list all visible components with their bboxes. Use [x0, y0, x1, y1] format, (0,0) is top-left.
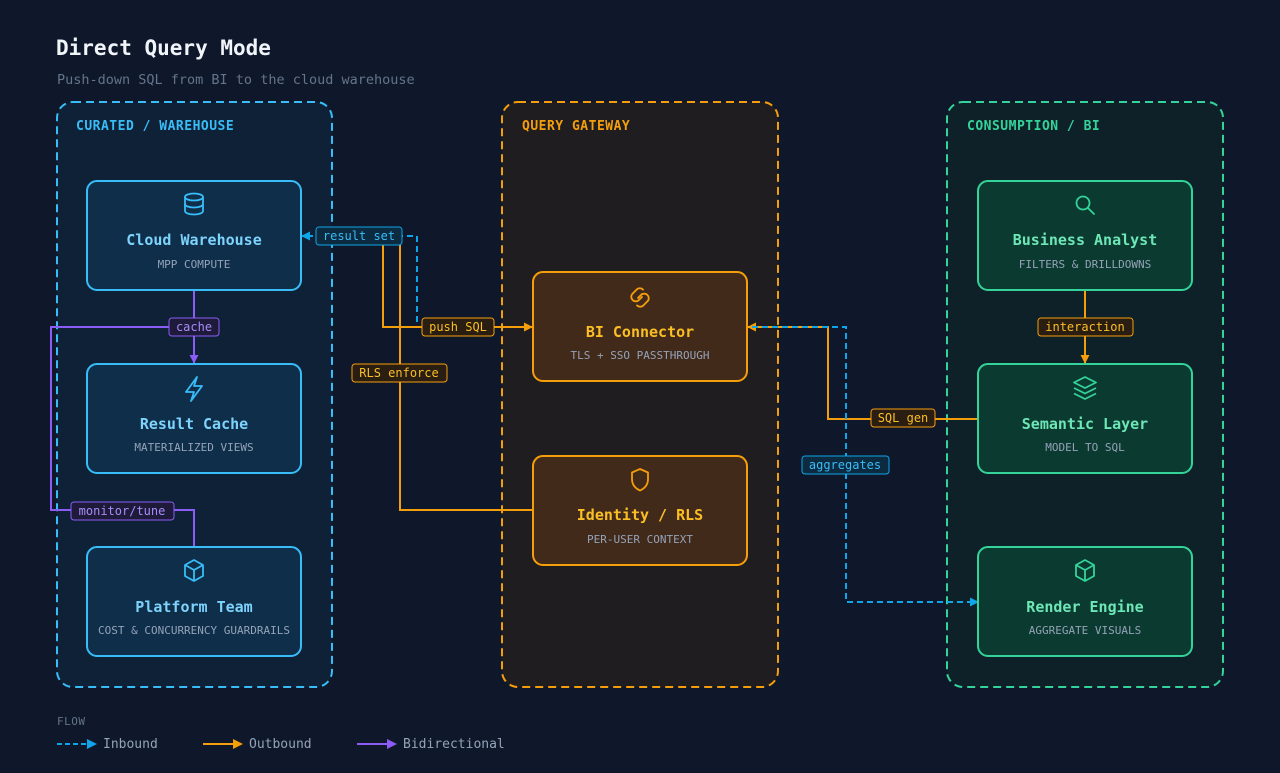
- svg-text:result set: result set: [323, 229, 395, 243]
- edge-sql-gen: [747, 322, 978, 420]
- cube-icon: [1075, 559, 1095, 582]
- svg-text:SQL gen: SQL gen: [878, 411, 929, 425]
- page-title: Direct Query Mode: [56, 36, 271, 60]
- node-title: Cloud Warehouse: [126, 231, 261, 249]
- node-subtitle: MPP COMPUTE: [158, 258, 231, 271]
- node-result-cache[interactable]: Result Cache MATERIALIZED VIEWS: [86, 363, 302, 474]
- node-identity-rls[interactable]: Identity / RLS PER-USER CONTEXT: [532, 455, 748, 566]
- link-icon: [630, 287, 650, 308]
- edge-result-set: [301, 231, 532, 328]
- page-subtitle: Push-down SQL from BI to the cloud wareh…: [57, 72, 415, 88]
- legend-label: Outbound: [249, 736, 312, 752]
- edge-label-push-sql: push SQL: [421, 317, 495, 337]
- svg-text:push SQL: push SQL: [429, 320, 487, 334]
- node-subtitle: MODEL TO SQL: [1045, 441, 1125, 454]
- database-icon: [184, 192, 204, 216]
- edge-label-sql-gen: SQL gen: [870, 408, 936, 428]
- legend-title: FLOW: [57, 715, 86, 728]
- legend-item-inbound: Inbound: [57, 735, 158, 753]
- legend-item-bidirectional: Bidirectional: [357, 735, 505, 753]
- node-bi-connector[interactable]: BI Connector TLS + SSO PASSTHROUGH: [532, 271, 748, 382]
- node-subtitle: TLS + SSO PASSTHROUGH: [570, 349, 709, 362]
- node-subtitle: COST & CONCURRENCY GUARDRAILS: [98, 624, 290, 637]
- edge-label-rls-enforce: RLS enforce: [351, 363, 448, 383]
- node-title: Identity / RLS: [577, 506, 703, 524]
- group-label-gateway: QUERY GATEWAY: [522, 119, 630, 134]
- legend-item-outbound: Outbound: [203, 735, 312, 753]
- node-title: Result Cache: [140, 415, 248, 433]
- edge-label-cache: cache: [168, 317, 220, 337]
- edge-monitor-tune: [50, 326, 199, 556]
- group-label-curated: CURATED / WAREHOUSE: [76, 119, 234, 134]
- node-title: BI Connector: [586, 323, 694, 341]
- node-title: Render Engine: [1026, 598, 1143, 616]
- legend-label: Inbound: [103, 736, 158, 752]
- layers-icon: [1073, 376, 1097, 400]
- svg-text:RLS enforce: RLS enforce: [359, 366, 438, 380]
- legend-label: Bidirectional: [403, 736, 505, 752]
- node-title: Semantic Layer: [1022, 415, 1148, 433]
- solid-arrow-icon: [203, 739, 243, 749]
- edge-rls-enforce: [399, 236, 532, 511]
- svg-text:monitor/tune: monitor/tune: [79, 504, 166, 518]
- svg-text:cache: cache: [176, 320, 212, 334]
- edge-label-interaction: interaction: [1037, 317, 1134, 337]
- cube-icon: [184, 559, 204, 582]
- svg-text:aggregates: aggregates: [809, 458, 881, 472]
- edge-label-result-set: result set: [315, 226, 403, 246]
- node-semantic-layer[interactable]: Semantic Layer MODEL TO SQL: [977, 363, 1193, 474]
- group-query-gateway: QUERY GATEWAY: [501, 101, 779, 688]
- lightning-icon: [185, 376, 203, 402]
- node-subtitle: PER-USER CONTEXT: [587, 533, 693, 546]
- search-icon: [1075, 195, 1095, 215]
- node-subtitle: FILTERS & DRILLDOWNS: [1019, 258, 1151, 271]
- group-label-consumption: CONSUMPTION / BI: [967, 119, 1100, 134]
- svg-text:interaction: interaction: [1045, 320, 1124, 334]
- solid-arrow-icon: [357, 739, 397, 749]
- node-business-analyst[interactable]: Business Analyst FILTERS & DRILLDOWNS: [977, 180, 1193, 291]
- dashed-arrow-icon: [57, 739, 97, 749]
- node-platform-team[interactable]: Platform Team COST & CONCURRENCY GUARDRA…: [86, 546, 302, 657]
- node-render-engine[interactable]: Render Engine AGGREGATE VISUALS: [977, 546, 1193, 657]
- node-cloud-warehouse[interactable]: Cloud Warehouse MPP COMPUTE: [86, 180, 302, 291]
- node-title: Platform Team: [135, 598, 252, 616]
- node-title: Business Analyst: [1013, 231, 1158, 249]
- edge-label-aggregates: aggregates: [801, 455, 890, 475]
- node-subtitle: MATERIALIZED VIEWS: [134, 441, 253, 454]
- shield-icon: [631, 468, 649, 492]
- edge-label-monitor-tune: monitor/tune: [70, 501, 175, 521]
- node-subtitle: AGGREGATE VISUALS: [1029, 624, 1142, 637]
